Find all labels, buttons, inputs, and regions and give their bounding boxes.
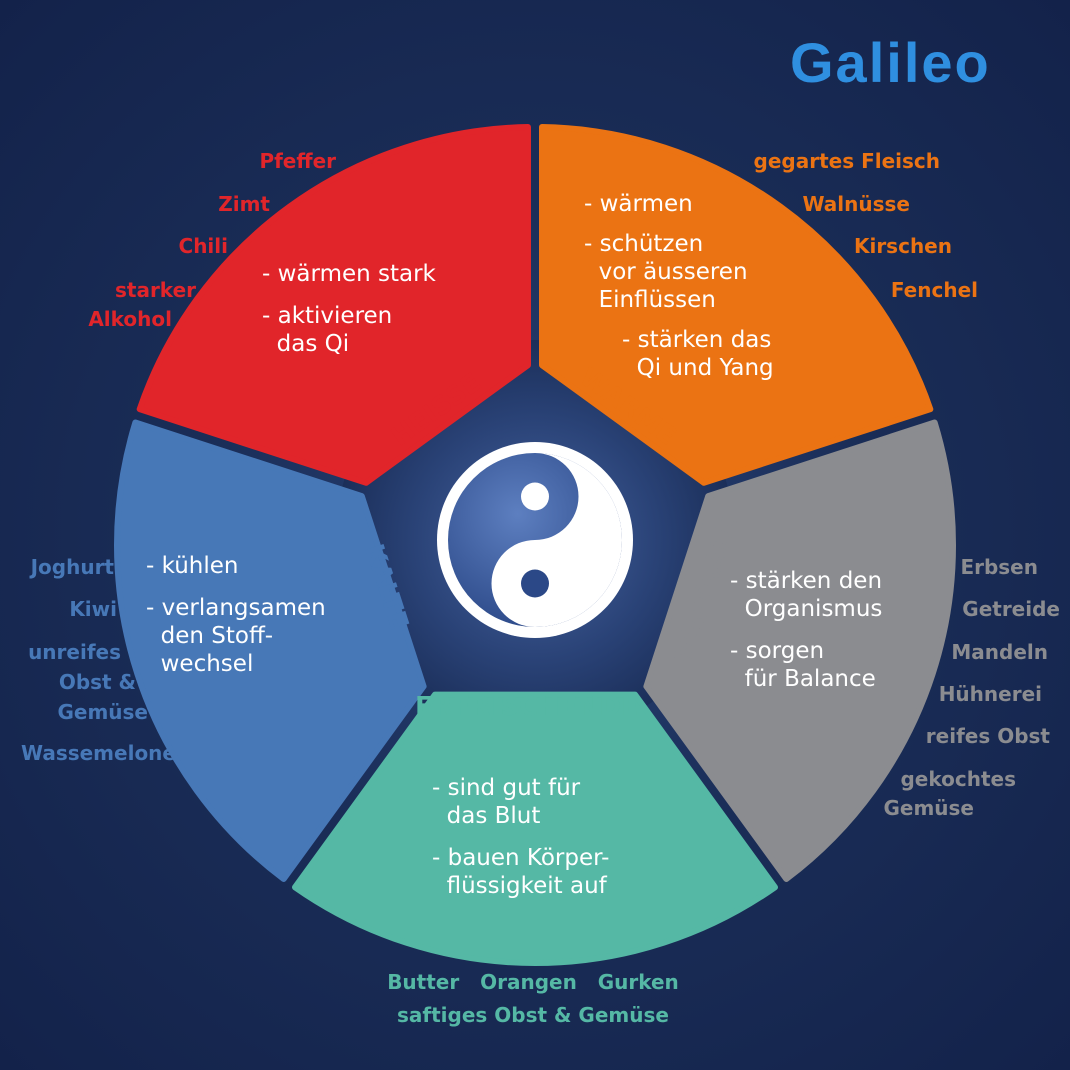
effect-line: vor äusseren [584, 259, 748, 285]
food-item: Wassemelone [20, 741, 176, 765]
effect-line: - kühlen [146, 553, 239, 579]
food-item: Pfeffer [259, 149, 336, 173]
food-item: Mandeln [951, 640, 1048, 664]
food-item: Gemüse [883, 796, 974, 820]
food-item: Getreide [962, 597, 1060, 621]
food-item: Walnüsse [802, 192, 910, 216]
effect-line: - aktivieren [262, 303, 393, 329]
effect-line: das Blut [432, 803, 541, 829]
effect-line: - schützen [584, 231, 704, 257]
effect-line: - stärken das [622, 327, 772, 353]
food-item: Zimt [218, 192, 270, 216]
effect-line: wechsel [146, 651, 254, 677]
food-item: saftiges Obst & Gemüse [397, 1003, 669, 1027]
segment-erfrischende [292, 691, 778, 966]
food-item: reifes Obst [925, 724, 1050, 748]
kalte-effects: - kühlen - verlangsamen den Stoff- wechs… [146, 552, 326, 678]
effect-line: - stärken den [730, 568, 883, 594]
effect-line: - wärmen stark [262, 261, 436, 287]
heisse-effects: - wärmen stark - aktivieren das Qi [262, 260, 436, 358]
effect-line: Qi und Yang [622, 355, 774, 381]
erfrischende-effects: - sind gut für das Blut - bauen Körper- … [432, 774, 609, 900]
effect-line: das Qi [262, 331, 350, 357]
food-item: Fenchel [890, 278, 978, 302]
food-item: gegartes Fleisch [753, 149, 940, 173]
food-item: Joghurt [30, 555, 114, 579]
food-item: Chili [178, 234, 228, 258]
neutrale-effects: - stärken den Organismus - sorgen für Ba… [730, 567, 882, 693]
effect-line: Organismus [730, 596, 883, 622]
food-item: starker [114, 278, 196, 302]
segment-kalte [114, 419, 427, 883]
effect-line: - bauen Körper- [432, 845, 610, 871]
segment-warme [538, 124, 934, 486]
effect-line: Einflüssen [584, 287, 716, 313]
effect-line: - sorgen [730, 638, 825, 664]
effect-line: - sind gut für [432, 775, 581, 801]
food-item: unreifes [28, 640, 121, 664]
food-item: Butter Orangen Gurken [387, 970, 679, 994]
food-item: gekochtes [900, 767, 1016, 791]
food-item: Hühnerei [938, 682, 1042, 706]
effect-line: flüssigkeit auf [432, 873, 607, 899]
segment-heisse [136, 124, 532, 486]
food-item: Gemüse [57, 700, 148, 724]
food-item: Obst & [58, 670, 136, 694]
food-item: Alkohol [88, 307, 172, 331]
yin-yang-icon [437, 442, 633, 638]
effect-line: - wärmen [584, 191, 693, 217]
food-item: Erbsen [960, 555, 1038, 579]
food-item: Kirschen [853, 234, 952, 258]
segment-neutrale [643, 419, 956, 883]
effect-line: - verlangsamen [146, 595, 326, 621]
category-erfrischende-label: ERFRISCHENDE [415, 692, 639, 722]
effect-line: den Stoff- [146, 623, 274, 649]
galileo-logo: Galileo [790, 31, 991, 94]
effect-line: für Balance [730, 666, 876, 692]
food-item: Kiwi [69, 597, 117, 621]
warme-effects: - wärmen - schützen vor äusseren Einflüs… [584, 190, 774, 382]
